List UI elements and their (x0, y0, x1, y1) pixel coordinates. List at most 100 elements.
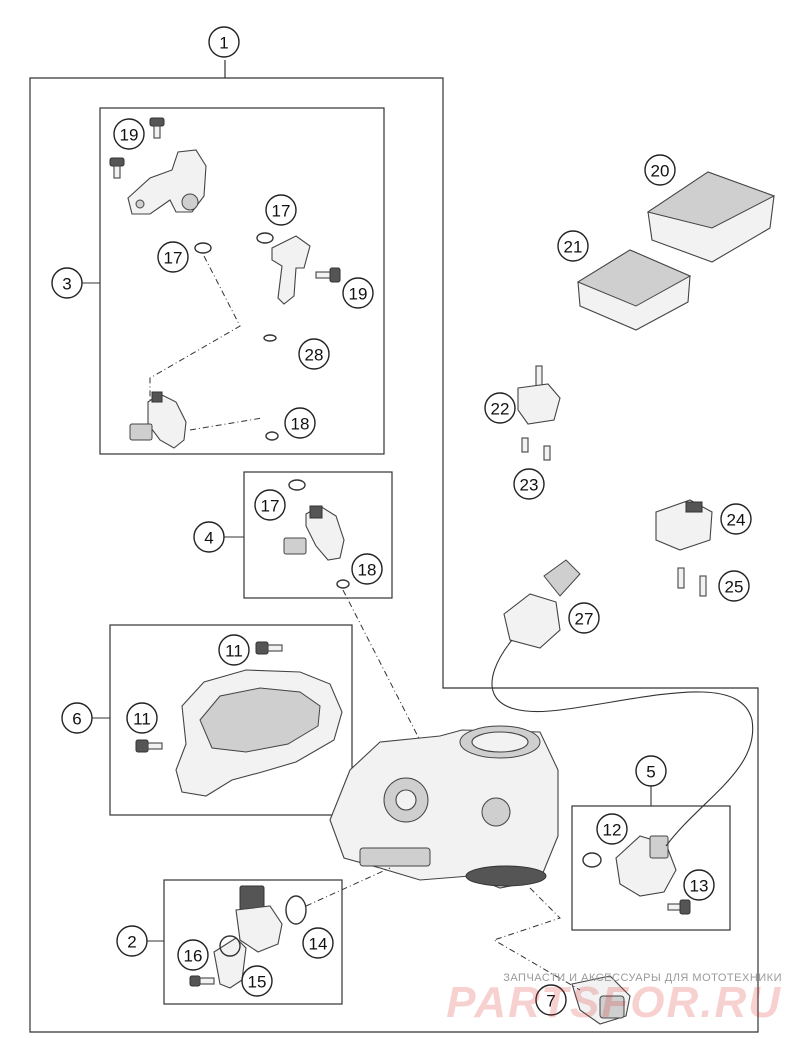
dash-2 (305, 867, 391, 907)
callout-label: 14 (309, 935, 328, 954)
callout-16: 16 (177, 939, 209, 971)
injector-bracket (127, 149, 207, 215)
callout-12: 12 (596, 813, 628, 845)
screw-13 (667, 899, 691, 915)
screw-19c (315, 267, 341, 283)
callout-7: 7 (535, 984, 567, 1016)
idle-valve (571, 975, 631, 1025)
callout-label: 16 (184, 947, 203, 966)
callout-11: 11 (218, 634, 250, 666)
o-ring-14 (285, 895, 307, 925)
callout-label: 19 (349, 285, 368, 304)
callout-20: 20 (644, 154, 676, 186)
ecu-20 (646, 171, 776, 263)
fuel-injector-3 (129, 391, 187, 449)
o-ring-17b (256, 232, 274, 244)
callout-6: 6 (61, 702, 93, 734)
sensor-24 (655, 499, 713, 551)
callout-label: 20 (651, 162, 670, 181)
seal-28 (263, 334, 277, 342)
callout-label: 2 (127, 933, 136, 952)
throttle-cover (175, 669, 343, 797)
callout-17: 17 (157, 241, 189, 273)
callout-23: 23 (513, 468, 545, 500)
callout-3: 3 (51, 267, 83, 299)
callout-28: 28 (298, 338, 330, 370)
ecu-21 (576, 249, 692, 331)
callout-label: 23 (520, 476, 539, 495)
callout-label: 25 (725, 578, 744, 597)
callout-15: 15 (241, 965, 273, 997)
screw-19a (149, 117, 165, 139)
screw-11b (135, 739, 163, 753)
callout-24: 24 (720, 503, 752, 535)
callout-label: 11 (133, 710, 151, 729)
callout-2: 2 (116, 925, 148, 957)
screw-23 (521, 437, 551, 461)
callout-label: 28 (305, 346, 324, 365)
callout-18: 18 (351, 553, 383, 585)
injector-cap (271, 235, 311, 305)
callout-18: 18 (284, 407, 316, 439)
callout-label: 18 (291, 415, 310, 434)
clamp-15 (213, 935, 247, 989)
callout-label: 11 (225, 642, 243, 661)
callout-label: 15 (248, 973, 267, 992)
fuel-injector-4 (283, 505, 345, 561)
frame-6 (109, 624, 353, 816)
throttle-sensor (615, 835, 677, 897)
callout-label: 17 (272, 202, 291, 221)
o-ring-18a (265, 431, 279, 441)
o-ring-18b (336, 579, 350, 589)
throttle-body (329, 725, 559, 889)
callout-19: 19 (342, 277, 374, 309)
callout-label: 18 (358, 561, 377, 580)
dash-4 (342, 589, 431, 761)
callouts: 1234567111112131415161717171818191920212… (51, 26, 752, 1016)
callout-17: 17 (265, 194, 297, 226)
callout-label: 17 (261, 497, 280, 516)
callout-label: 27 (575, 610, 594, 629)
callout-25: 25 (718, 570, 750, 602)
callout-label: 7 (546, 992, 555, 1011)
callout-17: 17 (254, 489, 286, 521)
callout-label: 24 (727, 511, 746, 530)
callout-5: 5 (635, 755, 667, 787)
frame-3 (99, 107, 385, 455)
callout-27: 27 (568, 602, 600, 634)
leader-lines (82, 282, 652, 942)
frame-2 (163, 879, 343, 1005)
callout-label: 21 (564, 238, 583, 257)
frame-4 (243, 471, 393, 599)
callout-label: 3 (62, 275, 71, 294)
screw-19b (109, 157, 125, 179)
dash-3 (149, 255, 263, 431)
screw-25 (677, 567, 707, 597)
wire-harness (491, 639, 754, 847)
map-sensor (235, 885, 283, 953)
callout-label: 22 (491, 400, 510, 419)
callout-label: 5 (646, 763, 655, 782)
callout-label: 19 (120, 126, 139, 145)
callout-13: 13 (683, 869, 715, 901)
callout-14: 14 (302, 927, 334, 959)
callout-label: 1 (219, 34, 228, 53)
callout-label: 17 (164, 249, 183, 268)
callout-11: 11 (126, 702, 158, 734)
o-ring-17a (194, 242, 212, 254)
callout-1: 1 (208, 26, 240, 58)
screw-11a (255, 641, 283, 655)
callout-19: 19 (113, 118, 145, 150)
sensor-22 (517, 365, 561, 425)
callout-label: 6 (72, 710, 81, 729)
callout-label: 4 (204, 529, 213, 548)
callout-21: 21 (557, 230, 589, 262)
callout-label: 12 (603, 821, 622, 840)
assembly-outline (29, 60, 759, 1033)
o-ring-12 (582, 852, 602, 868)
callout-22: 22 (484, 392, 516, 424)
dash-7 (492, 887, 581, 991)
screw-16 (189, 975, 215, 987)
